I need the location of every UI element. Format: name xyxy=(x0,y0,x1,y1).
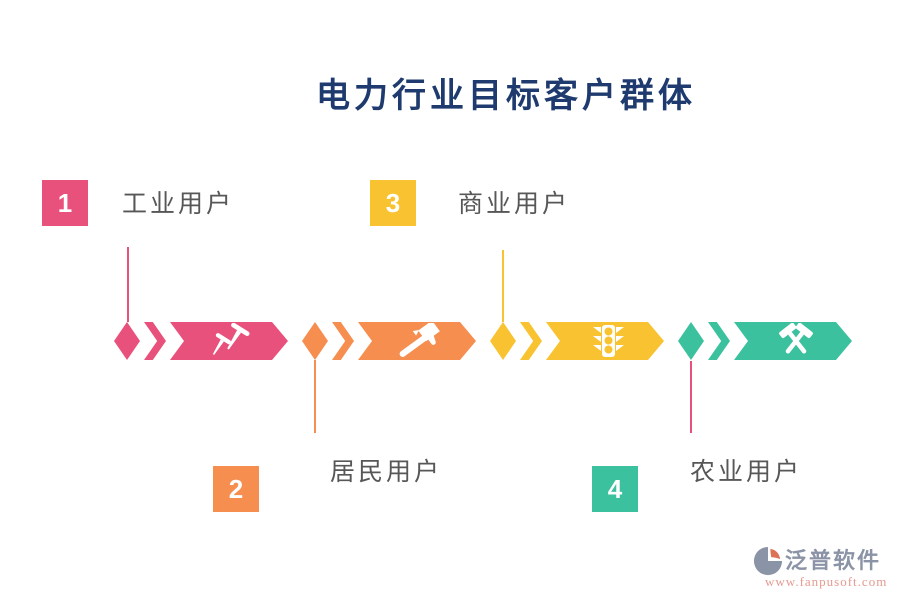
timeline-segment-2 xyxy=(302,322,476,360)
page-title: 电力行业目标客户群体 xyxy=(316,78,696,115)
crossed-hammers-icon xyxy=(772,323,820,359)
timeline-diamond-3 xyxy=(490,322,516,360)
brand-url: www.fanpusoft.com xyxy=(765,574,888,589)
brand-footer: 泛普软件 www.fanpusoft.com xyxy=(753,546,898,590)
badge-2-number: 2 xyxy=(228,473,244,504)
chevron-separator-icon xyxy=(332,322,354,360)
label-agricultural-users: 农业用户 xyxy=(690,459,803,486)
badge-1-number: 1 xyxy=(57,187,73,218)
timeline-segment-4 xyxy=(678,322,852,360)
timeline-diamond-4 xyxy=(678,322,704,360)
timeline xyxy=(114,322,852,360)
timeline-band-2 xyxy=(358,322,476,360)
brand-name: 泛普软件 xyxy=(785,548,882,573)
brand-logo-icon xyxy=(753,546,783,576)
timeline-diamond-2 xyxy=(302,322,328,360)
timeline-band-1 xyxy=(170,322,288,360)
label-residential-users: 居民用户 xyxy=(330,459,443,486)
badge-4-number: 4 xyxy=(607,473,623,504)
chevron-separator-icon xyxy=(520,322,542,360)
timeline-segment-3 xyxy=(490,322,664,360)
chevron-separator-icon xyxy=(144,322,166,360)
badge-1: 1 xyxy=(42,180,88,226)
label-commercial-users: 商业用户 xyxy=(458,191,571,218)
timeline-band-3 xyxy=(546,322,664,360)
nails-icon xyxy=(209,323,255,359)
connector-line-2 xyxy=(314,360,316,433)
connector-line-3 xyxy=(502,250,504,322)
badge-3-number: 3 xyxy=(385,187,401,218)
chevron-separator-icon xyxy=(708,322,730,360)
timeline-band-4 xyxy=(734,322,852,360)
timeline-segment-1 xyxy=(114,322,288,360)
connector-line-1 xyxy=(127,247,129,322)
traffic-light-icon xyxy=(588,324,628,358)
badge-3: 3 xyxy=(370,180,416,226)
timeline-diamond-1 xyxy=(114,322,140,360)
connector-line-4 xyxy=(690,361,692,433)
hammer-icon xyxy=(396,323,444,359)
badge-4: 4 xyxy=(592,466,638,512)
badge-2: 2 xyxy=(213,466,259,512)
label-industrial-users: 工业用户 xyxy=(122,191,235,218)
